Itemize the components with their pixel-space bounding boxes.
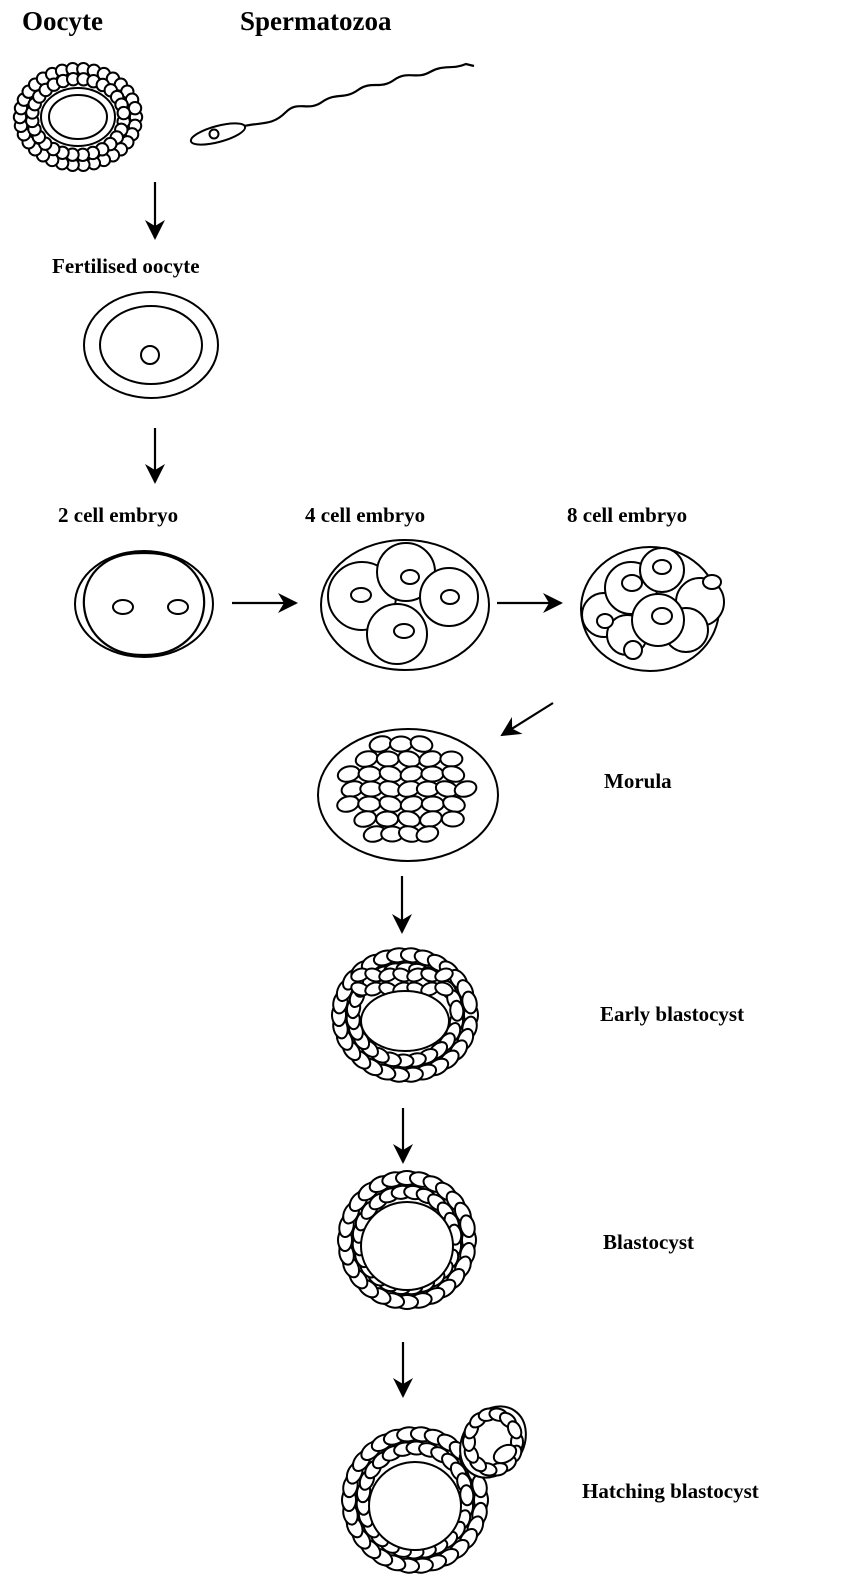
morula-cell (377, 752, 399, 767)
blastocoel (369, 1462, 461, 1550)
early-blastocyst-figure (331, 947, 478, 1083)
corona-cell (118, 107, 130, 119)
morula-cell (358, 797, 380, 812)
four-cell-embryo-figure (321, 540, 489, 670)
oocyte-figure (14, 63, 142, 171)
morula-cell (422, 797, 444, 812)
blastocoel (361, 1202, 453, 1290)
morula-figure (318, 729, 498, 861)
morula-cell (376, 812, 398, 827)
blastocyst-figure (337, 1170, 476, 1309)
inner-cell (449, 1000, 464, 1021)
hatching-blastocyst-figure (341, 1394, 539, 1574)
eight-cell-embryo-figure (581, 547, 724, 671)
morula-cell (359, 767, 381, 782)
morula-cell (390, 737, 412, 752)
fertilised-oocyte-figure (84, 292, 218, 398)
arrow-8cell-to-morula (502, 703, 553, 735)
oocyte-cytoplasm (49, 95, 107, 139)
spermatozoon-figure (189, 64, 474, 149)
two-cell-embryo-figure (75, 551, 213, 657)
blastocoel (361, 991, 449, 1051)
morula-cell (421, 767, 443, 782)
morula-cell (442, 812, 464, 827)
morula-cell (440, 752, 462, 767)
